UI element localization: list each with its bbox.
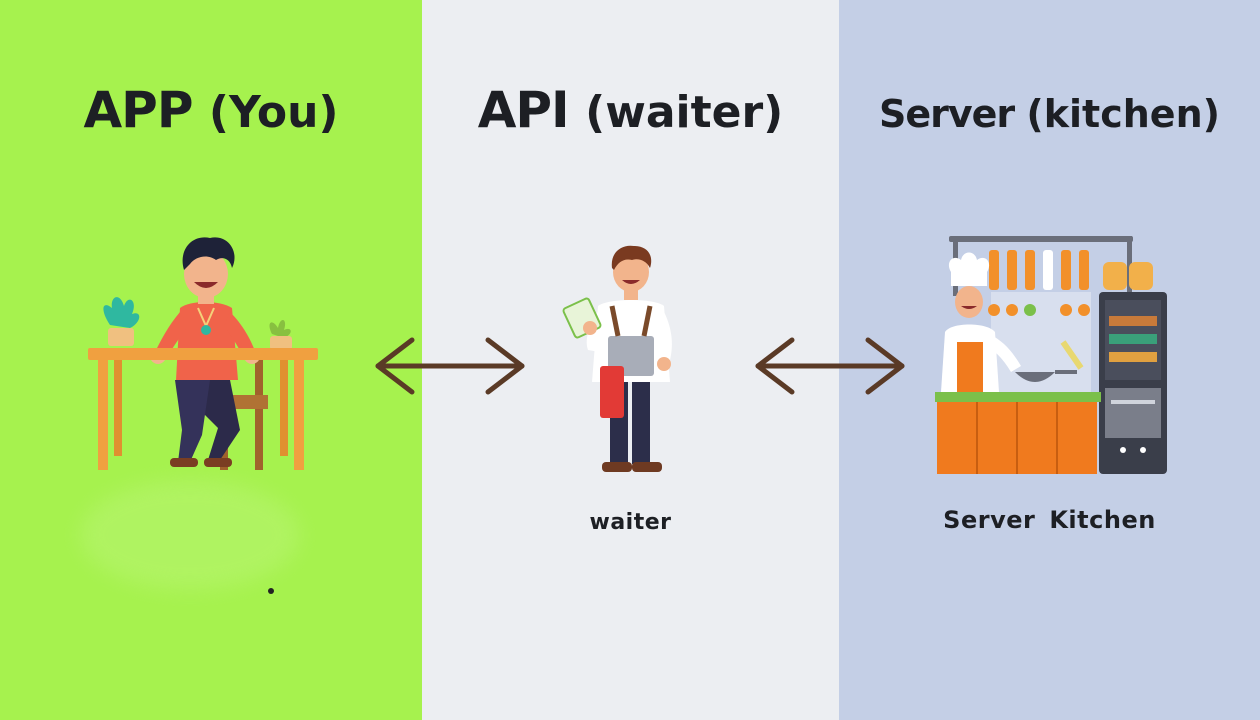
panel-app: APP (You) (0, 0, 422, 720)
app-heading: APP (You) (0, 78, 422, 145)
server-caption-kitchen: Kitchen (1049, 506, 1156, 534)
server-heading: Server (kitchen) (839, 82, 1260, 146)
server-caption-server: Server (943, 506, 1036, 534)
api-caption: waiter (589, 510, 672, 535)
server-caption: Server Kitchen (839, 506, 1260, 534)
app-heading-paren: (You) (208, 87, 339, 138)
chef-kitchen-icon (935, 236, 1167, 474)
panel-server: Server (kitchen) (839, 0, 1260, 720)
waiter-icon (562, 245, 672, 472)
api-heading-paren: (waiter) (585, 87, 784, 138)
api-heading-main: API (477, 81, 570, 139)
person-at-desk-icon (88, 237, 318, 470)
server-heading-paren: (kitchen) (1026, 92, 1220, 136)
ground-glow (80, 480, 300, 590)
server-heading-main: Server (878, 92, 1015, 136)
small-dot (268, 588, 274, 594)
double-arrow-icon (375, 337, 525, 395)
api-heading: API (waiter) (422, 78, 839, 145)
app-heading-main: APP (83, 81, 193, 139)
double-arrow-icon (755, 337, 905, 395)
